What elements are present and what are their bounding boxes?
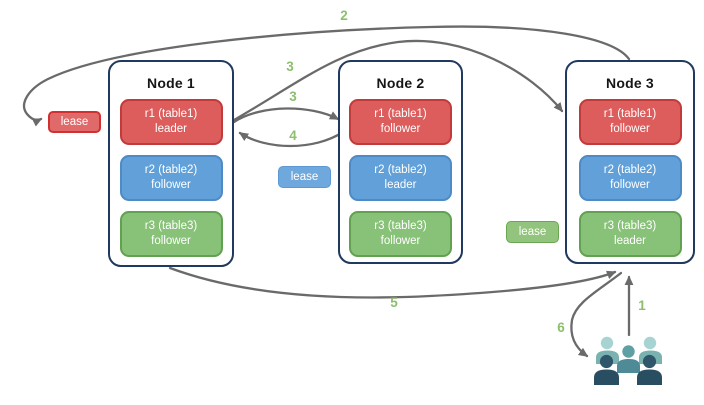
step-label-3b: 3 bbox=[289, 89, 297, 104]
arrow-step-6 bbox=[570, 271, 623, 358]
step-label-6: 6 bbox=[557, 320, 565, 335]
node-3-title: Node 3 bbox=[606, 75, 654, 91]
replica-label: r2 (table2) bbox=[374, 163, 427, 176]
users-group-icon bbox=[594, 336, 662, 385]
node-3: Node 3 r1 (table1) follower r2 (table2) … bbox=[565, 60, 695, 264]
arrow-step-4 bbox=[238, 130, 345, 148]
step-label-4: 4 bbox=[289, 128, 297, 143]
replica-role: follower bbox=[610, 179, 650, 191]
arrow-step-3-to-node3 bbox=[232, 39, 564, 122]
node-3-replica-r3: r3 (table3) leader bbox=[578, 211, 682, 257]
replica-label: r3 (table3) bbox=[144, 219, 198, 232]
node-1-title: Node 1 bbox=[147, 75, 195, 91]
arrow-step-3-to-node2 bbox=[232, 107, 340, 124]
replica-label: r3 (table3) bbox=[374, 219, 427, 232]
replica-label: r1 (table1) bbox=[374, 107, 427, 120]
replica-role: leader bbox=[384, 179, 417, 191]
node-2-replica-r1: r1 (table1) follower bbox=[349, 99, 452, 145]
replica-label: r1 (table1) bbox=[603, 107, 657, 120]
step-label-3a: 3 bbox=[286, 59, 294, 74]
node-2-title: Node 2 bbox=[376, 75, 425, 91]
lease-badge-table1: lease bbox=[48, 111, 101, 133]
node-3-replica-r1: r1 (table1) follower bbox=[578, 99, 682, 145]
arrow-step-2 bbox=[22, 25, 631, 127]
replica-label: r3 (table3) bbox=[603, 219, 657, 232]
replica-role: leader bbox=[614, 235, 646, 247]
lease-badge-table2: lease bbox=[278, 166, 331, 188]
step-label-2: 2 bbox=[340, 8, 348, 23]
node-3-replica-r2: r2 (table2) follower bbox=[578, 155, 682, 201]
node-1-replica-r1: r1 (table1) leader bbox=[119, 99, 223, 145]
replica-label: r2 (table2) bbox=[603, 163, 657, 176]
node-2: Node 2 r1 (table1) follower r2 (table2) … bbox=[338, 60, 463, 264]
replica-role: follower bbox=[151, 235, 191, 247]
replica-role: follower bbox=[380, 123, 421, 135]
node-1-replica-r3: r3 (table3) follower bbox=[119, 211, 223, 257]
replica-label: r2 (table2) bbox=[144, 163, 198, 176]
node-2-replica-r3: r3 (table3) follower bbox=[349, 211, 452, 257]
replica-role: leader bbox=[155, 123, 187, 135]
replica-label: r1 (table1) bbox=[144, 107, 198, 120]
node-1-replica-r2: r2 (table2) follower bbox=[119, 155, 223, 201]
replica-role: follower bbox=[151, 179, 191, 191]
lease-badge-table3: lease bbox=[506, 221, 559, 243]
replica-role: follower bbox=[380, 235, 421, 247]
node-1: Node 1 r1 (table1) leader r2 (table2) fo… bbox=[108, 60, 234, 267]
arrow-step-5 bbox=[168, 266, 617, 299]
step-label-1: 1 bbox=[638, 298, 646, 313]
replica-role: follower bbox=[610, 123, 650, 135]
step-label-5: 5 bbox=[390, 295, 398, 310]
node-2-replica-r2: r2 (table2) leader bbox=[349, 155, 452, 201]
